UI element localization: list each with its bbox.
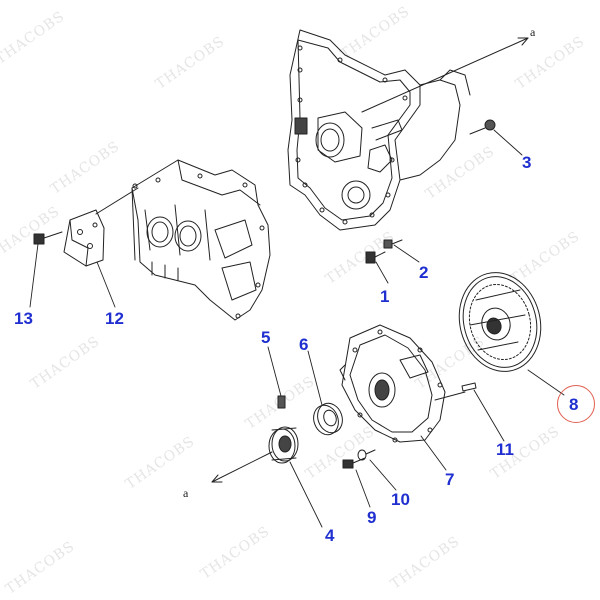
pin-11	[461, 382, 477, 392]
washer-10	[357, 449, 376, 461]
gear-case-housing	[95, 159, 271, 321]
callout-leaders	[29, 129, 565, 528]
fitting-5	[277, 395, 286, 409]
bracket-part	[63, 209, 105, 267]
washer-2	[383, 239, 403, 249]
callout-3: 3	[522, 153, 532, 172]
callout-11: 11	[496, 440, 514, 459]
arrow-label-a-top: a	[530, 25, 536, 39]
bolt-13	[33, 231, 63, 245]
bolt-3	[469, 119, 496, 135]
bolt-1	[365, 251, 386, 264]
flywheel-housing	[287, 29, 529, 231]
yoke-4	[211, 426, 299, 483]
callout-1: 1	[380, 287, 390, 306]
callout-9: 9	[367, 508, 377, 527]
clutch-disc	[458, 272, 542, 372]
callout-8: 8	[569, 395, 579, 414]
callout-10: 10	[391, 490, 410, 509]
bolt-9	[342, 457, 366, 469]
callout-4: 4	[325, 526, 335, 545]
callout-5: 5	[261, 328, 271, 347]
highlight-ring	[557, 385, 595, 423]
callout-12: 12	[105, 309, 124, 328]
callout-2: 2	[419, 263, 429, 282]
arrow-label-a-bottom: a	[183, 486, 189, 500]
pressure-plate	[339, 324, 466, 443]
callout-13: 13	[14, 309, 33, 328]
callout-6: 6	[299, 335, 309, 354]
callout-7: 7	[445, 470, 455, 489]
bearing-6	[313, 402, 343, 436]
